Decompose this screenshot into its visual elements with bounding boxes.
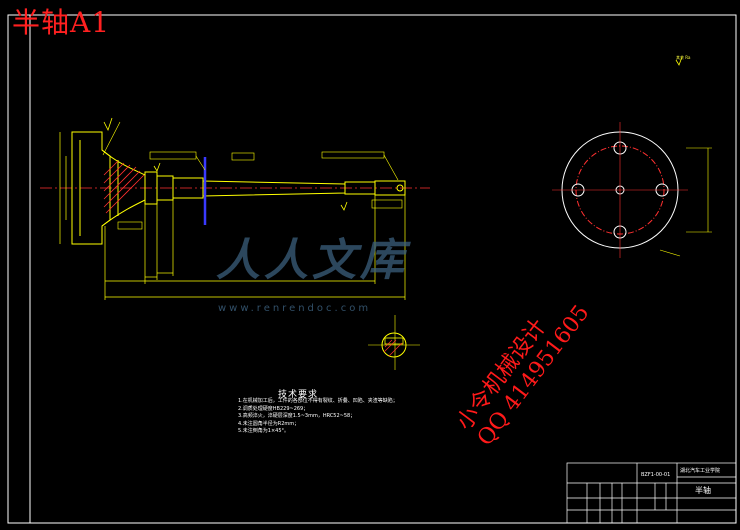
shaft-body [144,171,406,205]
tech-requirements-heading: 技术要求 [278,390,319,400]
title-block-part-name: 半轴 [695,486,711,495]
section-detail [368,315,420,370]
flange-side-view [552,122,712,258]
watermark-url: www.renrendoc.com [218,303,372,314]
inner-frame [29,14,737,524]
tech-requirement-item: 3.高频淬火，淬硬层深度1.5~3mm，HRC52~58； [238,413,356,420]
title-block-drawing-no: BZF1-00-01 [641,472,671,478]
watermark-text: 人人文库 [216,235,408,286]
title-block-org: 湖北汽车工业学院 [680,468,721,474]
dimension-extensions [59,132,406,300]
tech-requirement-item: 5.未注倒角为1×45°。 [238,428,290,435]
general-roughness-note: 其余 Ra [676,55,691,60]
tech-requirement-item: 4.未注圆角半径为R2mm； [238,420,300,427]
hub-section-hatch [103,160,145,214]
tech-requirement-item: 2.调质处理硬度HB229~269； [238,405,309,412]
tolerance-callouts [102,121,403,230]
tech-requirements-list: 1.在机械加工后，工件的各部位不得有裂纹、折叠、凹陷、夹渣等缺陷； 2.调质处理… [238,398,398,436]
sheet-title: 半轴A1 [12,6,111,39]
tech-requirement-item: 1.在机械加工后，工件的各部位不得有裂纹、折叠、凹陷、夹渣等缺陷； [238,398,398,404]
title-block [566,462,737,524]
surface-finish-marks [103,56,683,211]
